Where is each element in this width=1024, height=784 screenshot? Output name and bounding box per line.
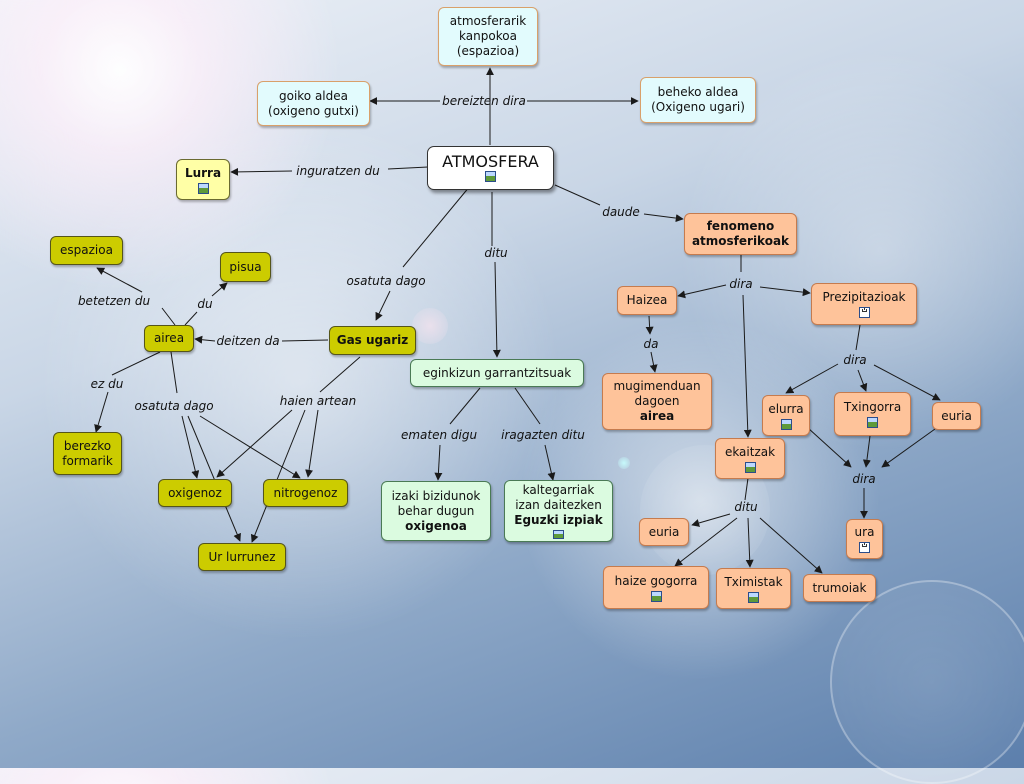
link-label: deitzen da <box>216 334 280 348</box>
node-mugimenduan[interactable]: mugimenduan dagoen airea <box>602 373 712 430</box>
node-haizea[interactable]: Haizea <box>617 286 677 315</box>
node-beheko-aldea[interactable]: beheko aldea (Oxigeno ugari) <box>640 77 756 123</box>
image-resource-icon[interactable] <box>485 171 496 182</box>
link-label: haien artean <box>279 394 357 408</box>
node-label: Txingorra <box>843 400 902 414</box>
node-label: nitrogenoz <box>273 485 338 500</box>
node-label: fenomeno atmosferikoak <box>691 219 790 248</box>
node-atmosfera[interactable]: ATMOSFERA <box>427 146 554 190</box>
node-label: ATMOSFERA <box>442 152 539 171</box>
node-eginkizun-garrantzitsuak[interactable]: eginkizun garrantzitsuak <box>410 359 584 387</box>
node-label: Gas ugariz <box>336 333 409 347</box>
node-label: oxigenoz <box>168 485 222 500</box>
node-label: Lurra <box>184 165 222 180</box>
node-airea[interactable]: airea <box>144 325 194 352</box>
node-ekaitzak[interactable]: ekaitzak <box>715 438 785 479</box>
node-label-bold: airea <box>639 409 675 423</box>
node-label-bold: Eguzki izpiak <box>514 513 603 527</box>
node-label: euria <box>941 408 972 423</box>
image-resource-icon[interactable] <box>197 182 209 194</box>
node-trumoiak[interactable]: trumoiak <box>803 574 876 602</box>
link-label: da <box>643 337 659 351</box>
node-gas-ugariz[interactable]: Gas ugariz <box>329 326 416 355</box>
node-label: beheko aldea (Oxigeno ugari) <box>651 85 745 114</box>
node-euria-right[interactable]: euria <box>932 402 981 430</box>
node-lurra[interactable]: Lurra <box>176 159 230 200</box>
link-label: dira <box>843 353 867 367</box>
image-resource-icon[interactable] <box>780 418 792 430</box>
node-label-bold: oxigenoa <box>405 518 467 533</box>
node-label: euria <box>648 524 680 539</box>
node-label: Haizea <box>626 293 668 307</box>
node-nitrogenoz[interactable]: nitrogenoz <box>263 479 348 507</box>
concept-map-resource-icon[interactable] <box>859 542 870 553</box>
node-fenomeno-atmosferikoak[interactable]: fenomeno atmosferikoak <box>684 213 797 255</box>
node-label: kaltegarriak izan daitezken <box>515 483 602 512</box>
node-elurra[interactable]: elurra <box>762 395 810 436</box>
node-espazioa[interactable]: espazioa <box>50 236 123 265</box>
link-label: betetzen du <box>77 294 151 308</box>
node-ur-lurrunez[interactable]: Ur lurrunez <box>198 543 286 571</box>
node-label: goiko aldea (oxigeno gutxi) <box>268 88 359 118</box>
node-pisua[interactable]: pisua <box>220 252 271 282</box>
node-label: espazioa <box>60 243 113 257</box>
node-label: Ur lurrunez <box>208 549 276 564</box>
node-label: trumoiak <box>812 580 867 595</box>
link-label: osatuta dago <box>346 274 426 288</box>
node-izaki-bizidunok[interactable]: izaki bizidunok behar dugun oxigenoa <box>381 481 491 541</box>
node-atmosferarik-kanpokoa[interactable]: atmosferarik kanpokoa (espazioa) <box>438 7 538 66</box>
node-label: atmosferarik kanpokoa (espazioa) <box>449 14 527 58</box>
link-label: ditu <box>734 500 758 514</box>
link-label: dira <box>729 277 753 291</box>
node-ura[interactable]: ura <box>846 519 883 559</box>
image-resource-icon[interactable] <box>650 590 662 602</box>
node-goiko-aldea[interactable]: goiko aldea (oxigeno gutxi) <box>257 81 370 126</box>
concept-map-resource-icon[interactable] <box>858 307 870 318</box>
node-prezipitazioak[interactable]: Prezipitazioak <box>811 283 917 325</box>
image-resource-icon[interactable] <box>744 461 756 473</box>
link-label: osatuta dago <box>134 399 214 413</box>
node-label: berezko formarik <box>62 438 113 468</box>
node-label: izaki bizidunok behar dugun <box>391 488 481 518</box>
node-euria-left[interactable]: euria <box>639 518 689 546</box>
node-label: pisua <box>229 259 262 274</box>
link-label: dira <box>852 472 876 486</box>
node-txingorra[interactable]: Txingorra <box>834 392 911 436</box>
node-label: ura <box>854 525 875 539</box>
link-label: bereizten dira <box>442 94 526 108</box>
node-tximistak[interactable]: Tximistak <box>716 568 791 609</box>
node-haize-gogorra[interactable]: haize gogorra <box>603 566 709 609</box>
node-berezko-formarik[interactable]: berezko formarik <box>53 432 122 475</box>
node-label: eginkizun garrantzitsuak <box>422 365 572 380</box>
connection-lines <box>94 67 941 574</box>
link-label: daude <box>602 205 640 219</box>
node-label: elurra <box>768 401 804 416</box>
image-resource-icon[interactable] <box>867 417 878 428</box>
link-label: iragazten ditu <box>501 428 585 442</box>
image-resource-icon[interactable] <box>553 530 564 539</box>
image-resource-icon[interactable] <box>748 591 759 603</box>
node-label: ekaitzak <box>724 444 776 459</box>
node-kaltegarriak[interactable]: kaltegarriak izan daitezken Eguzki izpia… <box>504 480 613 542</box>
node-label: Prezipitazioak <box>822 290 906 304</box>
node-oxigenoz[interactable]: oxigenoz <box>158 479 232 507</box>
node-label: haize gogorra <box>614 573 698 588</box>
node-label: airea <box>153 331 185 345</box>
link-label: du <box>197 297 213 311</box>
link-label: ematen digu <box>400 428 478 442</box>
link-label: ez du <box>90 377 124 391</box>
link-label: ditu <box>484 246 508 260</box>
node-label: mugimenduan dagoen <box>613 379 701 408</box>
node-label: Tximistak <box>724 574 783 589</box>
link-label: inguratzen du <box>296 164 380 178</box>
